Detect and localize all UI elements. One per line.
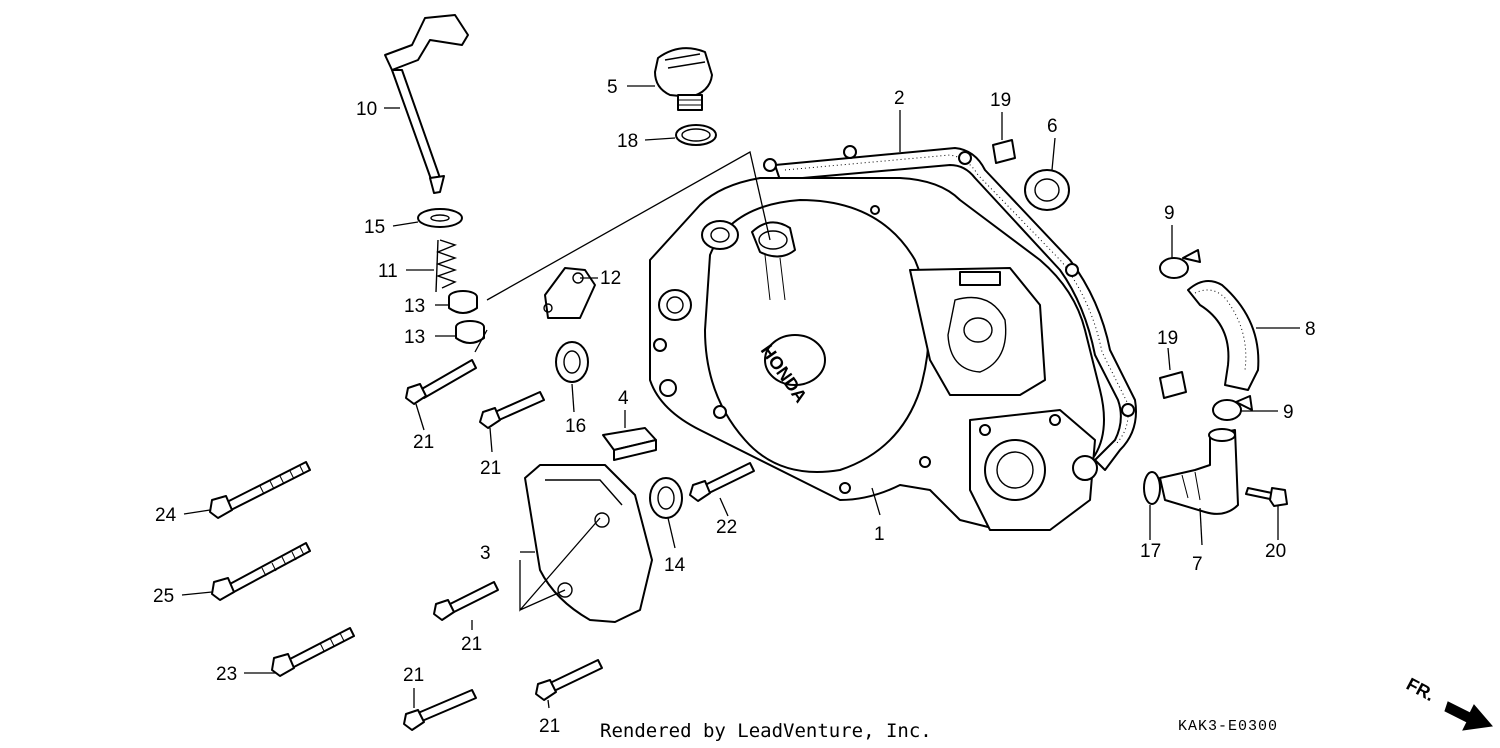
callout-17: 17	[1140, 541, 1161, 562]
bushing-part-13a[interactable]	[448, 290, 478, 314]
callout-25: 25	[153, 586, 174, 607]
callout-21-d: 21	[403, 665, 424, 686]
oil-seal-part-6[interactable]	[1024, 169, 1070, 211]
washer-part-15[interactable]	[417, 208, 463, 228]
bolt-part-25[interactable]	[211, 542, 311, 601]
oil-seal-part-16[interactable]	[555, 341, 589, 383]
callout-12: 12	[600, 268, 621, 289]
callout-13-upper: 13	[404, 296, 425, 317]
callout-labels: 1 2 3 4 5 6 7 8 9 9 10 11 12 13 13 14 15…	[153, 77, 1316, 737]
front-direction-marker: FR.	[1403, 674, 1493, 731]
bolt-part-23[interactable]	[271, 627, 355, 677]
callout-6: 6	[1047, 116, 1058, 137]
callout-19-upper: 19	[990, 90, 1011, 111]
cover-plate-part-3[interactable]	[524, 464, 653, 623]
oil-seal-part-14[interactable]	[649, 477, 683, 519]
callout-13-lower: 13	[404, 327, 425, 348]
water-joint-part-7[interactable]	[1159, 428, 1239, 515]
callout-16: 16	[565, 416, 586, 437]
pad-part-4[interactable]	[602, 427, 657, 461]
o-ring-part-17[interactable]	[1143, 471, 1161, 505]
front-arrow-icon	[1444, 701, 1493, 731]
clip-part-12[interactable]	[543, 267, 596, 319]
bushing-part-13b[interactable]	[455, 320, 485, 344]
callout-7: 7	[1192, 554, 1203, 575]
bolt-part-22[interactable]	[689, 462, 755, 502]
callout-24: 24	[155, 505, 177, 526]
callout-22: 22	[716, 517, 737, 538]
bolt-part-21d[interactable]	[403, 689, 477, 731]
diagram-code: KAK3-E0300	[1178, 718, 1278, 735]
water-hose-part-8[interactable]	[1187, 280, 1260, 391]
dowel-pin-part-19a[interactable]	[992, 139, 1016, 164]
gasket-part-2[interactable]	[763, 145, 1137, 471]
hose-clamp-part-9a[interactable]	[1159, 249, 1201, 279]
callout-19-lower: 19	[1157, 328, 1178, 349]
callout-5: 5	[607, 77, 618, 98]
crankcase-cover-part-1[interactable]: HONDA	[649, 177, 1105, 531]
callout-14: 14	[664, 555, 686, 576]
fr-label: FR.	[1403, 674, 1438, 705]
o-ring-part-18[interactable]	[675, 124, 717, 146]
callout-15: 15	[364, 217, 385, 238]
bolt-part-20[interactable]	[1245, 487, 1288, 507]
footer-credit: Rendered by LeadVenture, Inc.	[600, 720, 932, 742]
callout-3: 3	[480, 543, 491, 564]
spindle-part-10[interactable]	[384, 14, 469, 194]
bolt-part-21b[interactable]	[479, 391, 545, 429]
callout-8: 8	[1305, 319, 1316, 340]
callout-18: 18	[617, 131, 638, 152]
bolt-part-24[interactable]	[209, 461, 311, 519]
callout-10: 10	[356, 99, 377, 120]
callout-21-c: 21	[461, 634, 482, 655]
bolt-part-21e[interactable]	[535, 659, 603, 701]
bolt-part-21a[interactable]	[405, 359, 477, 405]
callout-21-b: 21	[480, 458, 501, 479]
callout-2: 2	[894, 88, 905, 109]
callout-1: 1	[874, 524, 885, 545]
hose-clamp-part-9b[interactable]	[1212, 395, 1253, 421]
bolt-part-21c[interactable]	[433, 581, 499, 621]
callout-23: 23	[216, 664, 237, 685]
callout-9-upper: 9	[1164, 203, 1175, 224]
callout-4: 4	[618, 388, 629, 409]
oil-filler-cap-part-5[interactable]	[654, 47, 713, 111]
dowel-pin-part-19b[interactable]	[1159, 371, 1187, 399]
callout-21-a: 21	[413, 432, 434, 453]
callout-20: 20	[1265, 541, 1286, 562]
callout-21-e: 21	[539, 716, 560, 737]
callout-9-lower: 9	[1283, 402, 1294, 423]
leader-lines	[181, 85, 1300, 709]
callout-11: 11	[378, 261, 398, 282]
spring-part-11[interactable]	[435, 239, 458, 293]
